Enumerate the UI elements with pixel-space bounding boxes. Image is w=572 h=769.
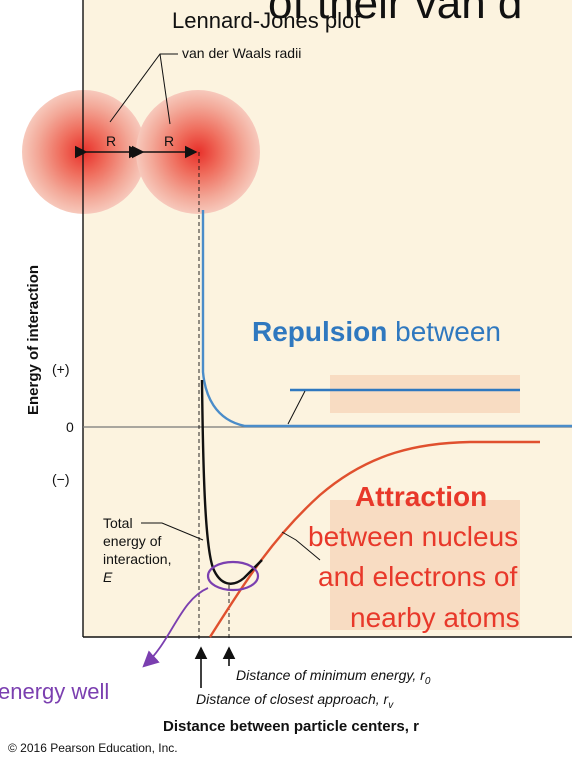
closest-approach-label: Distance of closest approach, rv <box>196 691 394 711</box>
repulsion-heading-rest: between <box>387 316 501 347</box>
energy-well-ellipse <box>206 560 260 592</box>
y-tick-plus: (+) <box>52 361 70 377</box>
repulsion-leader-line <box>287 390 306 425</box>
repulsion-heading-bold: Repulsion <box>252 316 387 347</box>
radius-label-left: R <box>106 133 116 149</box>
repulsion-heading: Repulsion between <box>252 316 501 347</box>
copyright-notice: © 2016 Pearson Education, Inc. <box>8 741 178 755</box>
attraction-line-4: nearby atoms <box>350 602 520 633</box>
attraction-line-3: and electrons of <box>318 561 517 592</box>
total-energy-leader-line <box>141 522 204 541</box>
total-energy-curve <box>200 379 263 585</box>
cut-title: of their van d <box>268 0 522 28</box>
attraction-label-box <box>330 500 520 630</box>
min-energy-distance-text: Distance of minimum energy, r <box>236 667 426 683</box>
total-energy-label-2: energy of <box>103 533 161 549</box>
right-atom <box>136 90 260 214</box>
energy-well-label: energy well <box>0 679 109 704</box>
repulsion-label-box <box>330 375 520 413</box>
radius-label-right: R <box>164 133 174 149</box>
plot-title: Lennard-Jones plot <box>172 8 360 33</box>
min-energy-distance-sub: 0 <box>425 676 431 687</box>
repulsion-curve <box>201 210 572 428</box>
attraction-leader-line <box>281 531 321 561</box>
attraction-line-2: between nucleus <box>308 521 518 552</box>
vdw-leader-line-2 <box>159 53 171 125</box>
total-energy-label-3: interaction, <box>103 551 171 567</box>
y-tick-minus: (−) <box>52 471 70 487</box>
energy-well-arrow <box>142 587 209 668</box>
vdw-radii-label: van der Waals radii <box>182 45 301 61</box>
attraction-heading: Attraction <box>355 481 487 512</box>
total-energy-label-1: Total <box>103 515 133 531</box>
closest-approach-sub: v <box>388 700 394 711</box>
y-axis-label: Energy of interaction <box>25 265 42 415</box>
x-axis-label: Distance between particle centers, r <box>163 718 419 735</box>
total-energy-label-4: E <box>103 569 113 585</box>
y-tick-zero: 0 <box>66 419 74 435</box>
closest-approach-text: Distance of closest approach, r <box>196 691 390 707</box>
attraction-curve <box>208 440 540 638</box>
min-energy-distance-label: Distance of minimum energy, r0 <box>236 667 431 687</box>
